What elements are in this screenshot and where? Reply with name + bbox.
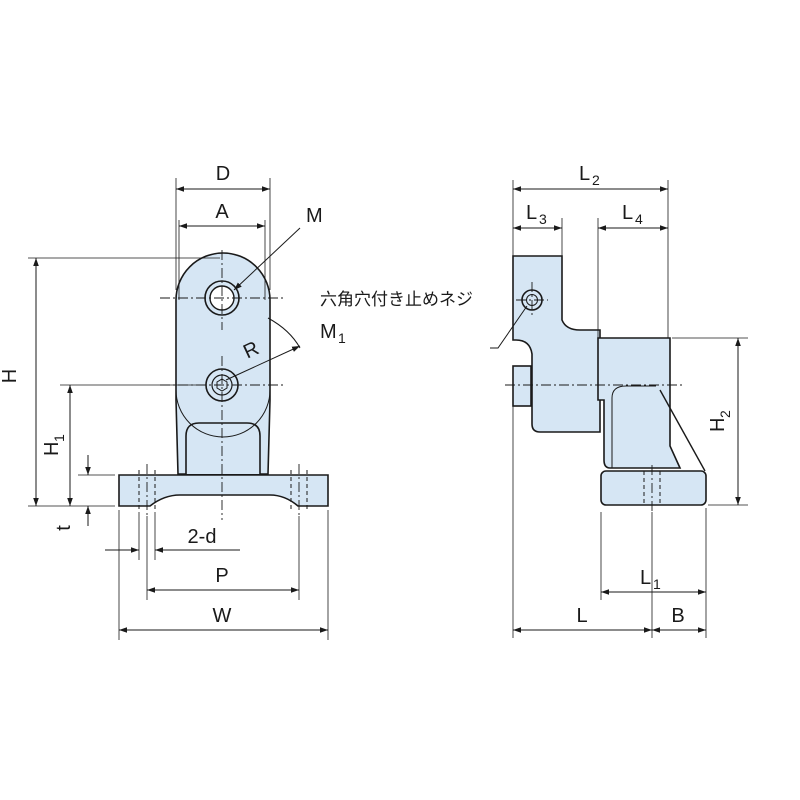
side-slope-edge bbox=[659, 389, 706, 472]
svg-text:L: L bbox=[579, 163, 590, 185]
svg-text:H: H bbox=[41, 442, 63, 456]
label-L4: L 4 bbox=[622, 202, 643, 227]
svg-text:L: L bbox=[526, 202, 537, 224]
dim-M-leader bbox=[233, 227, 301, 291]
label-W: W bbox=[213, 605, 232, 627]
svg-text:2: 2 bbox=[592, 172, 600, 188]
label-t: t bbox=[53, 525, 75, 531]
label-L2: L 2 bbox=[579, 163, 600, 188]
front-dimensions bbox=[28, 178, 329, 640]
side-base bbox=[600, 470, 707, 506]
label-H2: H 2 bbox=[707, 410, 733, 432]
label-set-screw: 六角穴付き止めネジ bbox=[320, 290, 473, 310]
svg-text:1: 1 bbox=[338, 330, 346, 346]
front-body bbox=[175, 252, 271, 475]
side-view bbox=[505, 255, 707, 512]
svg-text:L: L bbox=[640, 567, 651, 589]
side-dimensions bbox=[490, 180, 748, 638]
front-inner-pocket bbox=[185, 422, 261, 474]
dim-set-screw-leader bbox=[490, 305, 528, 349]
svg-text:1: 1 bbox=[51, 434, 67, 442]
hex-socket-icon bbox=[216, 378, 228, 392]
label-M1: M 1 bbox=[320, 321, 346, 346]
front-clamp-arc bbox=[175, 389, 271, 438]
svg-text:H: H bbox=[707, 418, 729, 432]
svg-text:L: L bbox=[622, 202, 633, 224]
side-screw-stub bbox=[512, 365, 532, 407]
svg-text:2: 2 bbox=[717, 410, 733, 418]
front-view bbox=[118, 250, 329, 520]
label-B: B bbox=[671, 605, 684, 627]
label-2d: 2-d bbox=[188, 526, 217, 548]
side-inner-edge bbox=[611, 385, 656, 468]
front-base-plate bbox=[118, 474, 329, 507]
label-L3: L 3 bbox=[526, 202, 547, 227]
label-H1: H 1 bbox=[41, 434, 67, 456]
label-D: D bbox=[216, 163, 230, 185]
label-M: M bbox=[306, 205, 323, 227]
svg-text:M: M bbox=[320, 321, 337, 343]
svg-text:3: 3 bbox=[539, 211, 547, 227]
dim-R-arc bbox=[267, 317, 301, 349]
dim-R-leader bbox=[225, 345, 301, 381]
label-L1: L 1 bbox=[640, 567, 661, 592]
label-L: L bbox=[576, 605, 587, 627]
label-H: H bbox=[0, 369, 21, 383]
label-A: A bbox=[215, 201, 229, 223]
svg-text:4: 4 bbox=[635, 211, 643, 227]
label-P: P bbox=[215, 565, 228, 587]
side-lower-body bbox=[597, 337, 682, 469]
svg-text:1: 1 bbox=[653, 576, 661, 592]
